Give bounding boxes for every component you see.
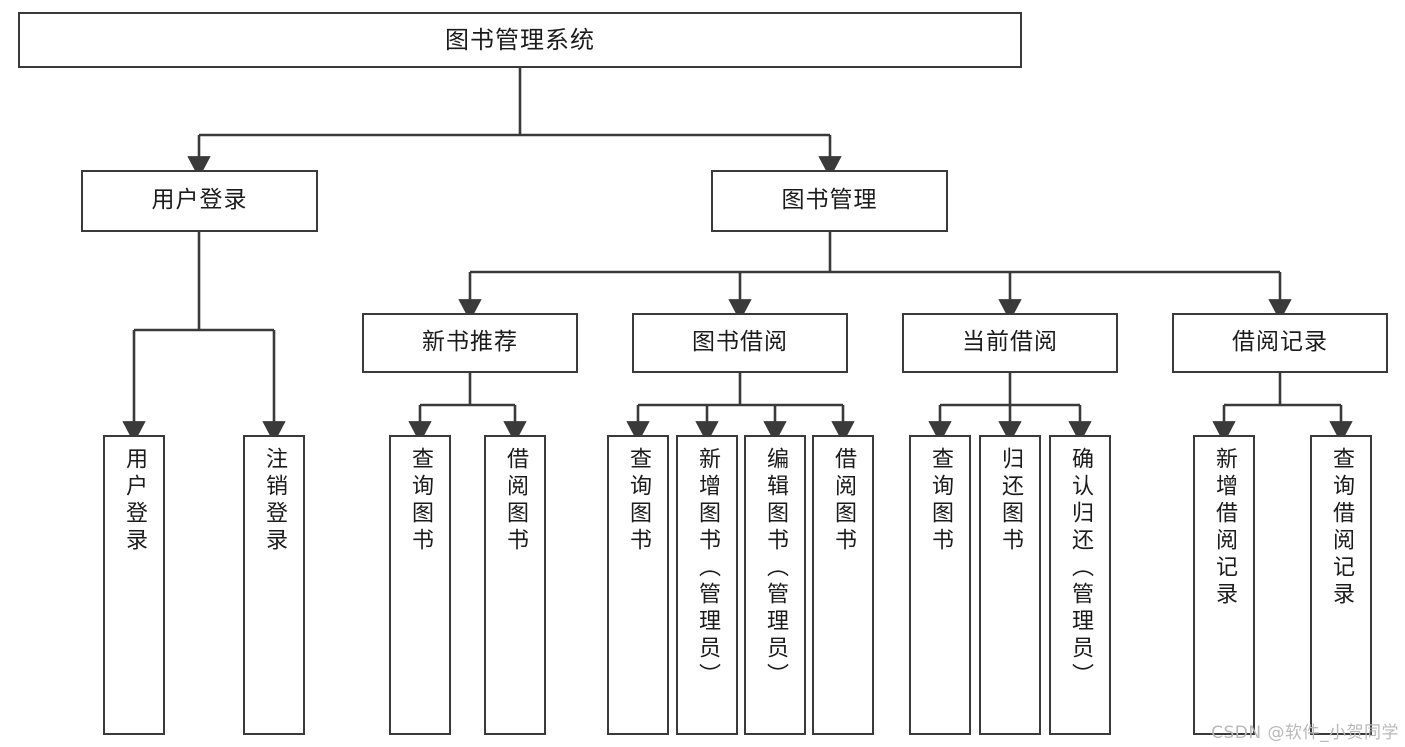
node-label: 查询借阅记录	[1329, 447, 1354, 609]
node-leaf-query-book-3[interactable]: 查询图书	[909, 435, 971, 735]
node-label: 图书借阅	[692, 329, 788, 356]
node-leaf-logout[interactable]: 注销登录	[243, 435, 305, 735]
node-label: 新增借阅记录	[1212, 447, 1237, 609]
node-label: 查询图书	[928, 447, 953, 555]
node-borrow-record[interactable]: 借阅记录	[1172, 313, 1388, 373]
node-book-borrow[interactable]: 图书借阅	[632, 313, 848, 373]
node-new-book-rec[interactable]: 新书推荐	[362, 313, 578, 373]
node-label: 借阅图书	[831, 447, 856, 555]
node-label: 归还图书	[998, 447, 1023, 555]
node-label: 借阅记录	[1232, 329, 1328, 356]
node-leaf-query-book-2[interactable]: 查询图书	[607, 435, 669, 735]
node-label: 图书管理	[781, 187, 878, 214]
node-label: 新书推荐	[422, 329, 518, 356]
node-label: 查询图书	[408, 447, 433, 555]
node-leaf-add-record[interactable]: 新增借阅记录	[1193, 435, 1255, 735]
node-label: 借阅图书	[503, 447, 528, 555]
node-label: 注销登录	[262, 447, 287, 555]
node-label: 新增图书（管理员）	[695, 447, 720, 690]
node-label: 确认归还（管理员）	[1068, 447, 1093, 690]
node-user-login[interactable]: 用户登录	[81, 170, 318, 232]
node-leaf-borrow-book-2[interactable]: 借阅图书	[812, 435, 874, 735]
node-root-book-management-system[interactable]: 图书管理系统	[18, 12, 1022, 68]
node-leaf-confirm-return[interactable]: 确认归还（管理员）	[1049, 435, 1111, 735]
node-book-manage[interactable]: 图书管理	[711, 170, 948, 232]
node-leaf-user-login[interactable]: 用户登录	[103, 435, 165, 735]
node-label: 用户登录	[122, 447, 147, 555]
node-label: 当前借阅	[962, 329, 1058, 356]
node-current-borrow[interactable]: 当前借阅	[902, 313, 1118, 373]
node-label: 编辑图书（管理员）	[763, 447, 788, 690]
csdn-watermark: CSDN @软件_小贺同学	[1211, 723, 1399, 743]
node-leaf-query-book-1[interactable]: 查询图书	[389, 435, 451, 735]
node-label: 用户登录	[151, 187, 248, 214]
node-label: 图书管理系统	[445, 25, 595, 54]
node-leaf-edit-book[interactable]: 编辑图书（管理员）	[744, 435, 806, 735]
node-leaf-borrow-book-1[interactable]: 借阅图书	[484, 435, 546, 735]
node-leaf-query-record[interactable]: 查询借阅记录	[1310, 435, 1372, 735]
node-label: 查询图书	[626, 447, 651, 555]
node-leaf-add-book[interactable]: 新增图书（管理员）	[676, 435, 738, 735]
node-leaf-return-book[interactable]: 归还图书	[979, 435, 1041, 735]
